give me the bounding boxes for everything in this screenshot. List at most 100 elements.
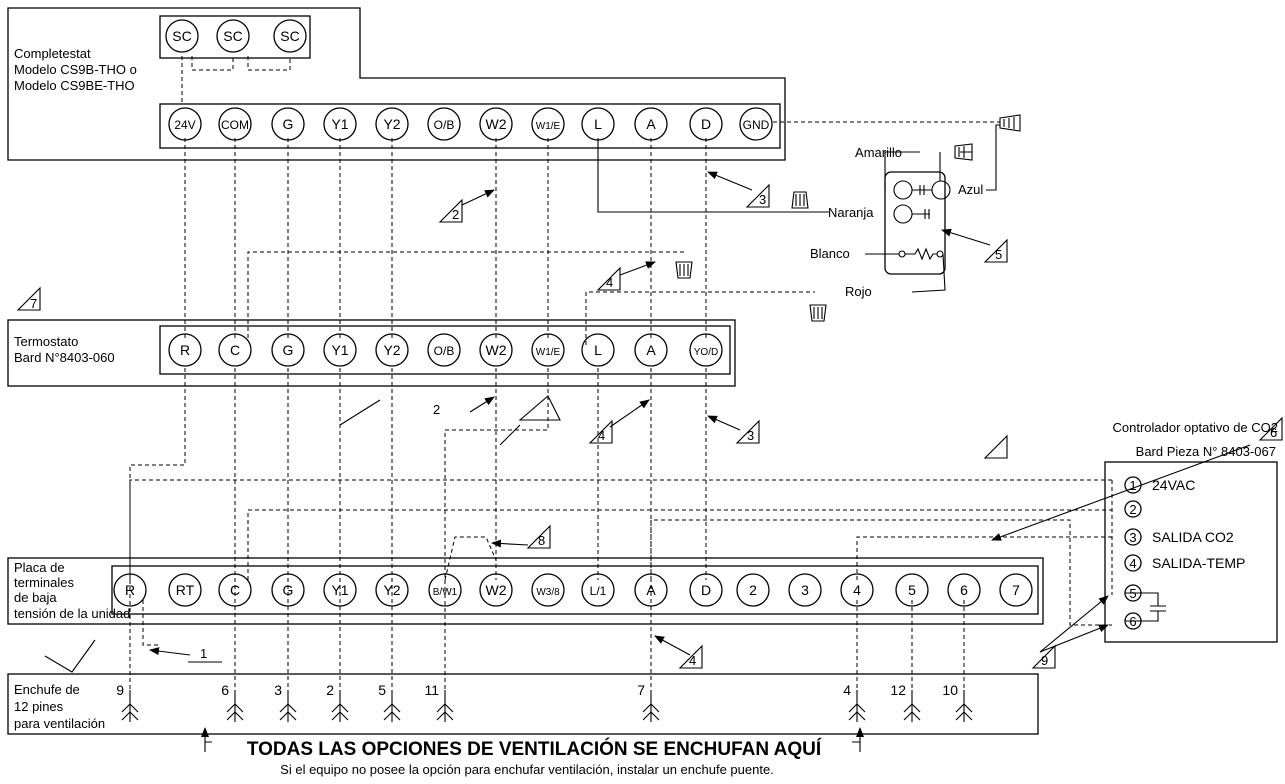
co2-terminal-2: 2	[1124, 500, 1142, 518]
plug-label-1: Enchufe de	[14, 682, 80, 697]
completestat-terminal-label: L	[594, 116, 602, 132]
unit-board-label-3: de baja	[14, 590, 57, 605]
unit-board-terminal-label: 4	[853, 582, 861, 598]
plug-box	[7, 673, 1039, 735]
unit-board-terminal-label: D	[701, 582, 711, 598]
completestat-terminal-g: G	[271, 107, 305, 141]
wire-label-amarillo: Amarillo	[855, 145, 902, 160]
completestat-terminal-w1e: W1/E	[531, 107, 565, 141]
completestat-terminal-l: L	[581, 107, 615, 141]
thermostat-label-2: Bard N°8403-060	[14, 350, 115, 365]
thermostat-terminal-r: R	[168, 333, 202, 367]
completestat-terminal-label: COM	[221, 118, 249, 132]
plug-pin-number: 11	[424, 682, 439, 698]
completestat-terminal-label: W2	[486, 116, 507, 132]
unit-board-label-4: tensión de la unidad	[14, 606, 130, 621]
note-3-mid: 3	[747, 428, 754, 443]
plug-pin-3: 3	[274, 682, 297, 722]
unit-board-terminal-w38: W3/8	[531, 573, 565, 607]
thermostat-terminal-label: Y1	[331, 342, 348, 358]
plug-pin-number: 12	[890, 682, 906, 698]
unit-board-terminal-label: G	[283, 582, 294, 598]
plug-pin-number: 3	[274, 682, 282, 698]
co2-terminal-label: SALIDA CO2	[1152, 529, 1234, 545]
footer-main-text: TODAS LAS OPCIONES DE VENTILACIÓN SE ENC…	[247, 738, 822, 760]
note-4-low: 4	[689, 653, 696, 668]
unit-board-terminal-label: 2	[749, 582, 757, 598]
plug-pin-6: 6	[221, 682, 244, 722]
note-8: 8	[538, 533, 545, 548]
sc-terminal-label: SC	[172, 28, 191, 44]
completestat-label-3: Modelo CS9BE-THO	[14, 78, 135, 93]
sc-terminal-row: SC SC SC	[165, 19, 307, 53]
completestat-terminal-24v: 24V	[168, 107, 202, 141]
plug-pin-4: 4	[843, 682, 866, 722]
sc-terminal-group	[159, 15, 311, 59]
co2-title-1: Controlador optativo de CO2	[1113, 420, 1278, 435]
co2-terminal-1: 1 24VAC	[1124, 476, 1195, 494]
plug-pin-11: 11	[424, 682, 454, 722]
co2-controller-box	[1104, 461, 1278, 643]
completestat-label-2: Modelo CS9B-THO o	[14, 62, 137, 77]
completestat-terminal-gnd: GND	[739, 107, 773, 141]
note-9: 9	[1041, 653, 1048, 668]
note-2-mid: 2	[433, 402, 440, 417]
wire-nut-icons	[675, 114, 1021, 322]
thermostat-terminal-l: L	[581, 333, 615, 367]
thermostat-terminal-label: L	[594, 342, 602, 358]
note-3-top: 3	[759, 192, 766, 207]
thermostat-label-1: Termostato	[14, 334, 78, 349]
thermostat-terminal-y1: Y1	[323, 333, 357, 367]
unit-board-terminal-label: A	[646, 582, 656, 598]
plug-pin-number: 6	[221, 682, 229, 698]
unit-board-terminal-2: 2	[736, 573, 770, 607]
unit-board-terminal-l1: L/1	[581, 573, 615, 607]
thermostat-terminal-label: W2	[486, 342, 507, 358]
unit-board-terminal-label: 5	[908, 582, 916, 598]
thermostat-terminal-y2: Y2	[375, 333, 409, 367]
unit-board-terminal-label: RT	[176, 582, 195, 598]
co2-terminal-label: 24VAC	[1152, 477, 1195, 493]
thermostat-terminal-label: Y2	[383, 342, 400, 358]
unit-board-terminal-label: L/1	[590, 584, 607, 598]
completestat-terminal-w2: W2	[479, 107, 513, 141]
thermostat-terminal-w2: W2	[479, 333, 513, 367]
note-2-top: 2	[452, 207, 459, 222]
plug-pin-number: 5	[378, 682, 386, 698]
plug-pin-2: 2	[326, 682, 349, 722]
unit-board-terminal-7: 7	[999, 573, 1033, 607]
sc-terminal-sc: SC	[216, 19, 250, 53]
plug-label-3: para ventilación	[14, 716, 105, 731]
sc-terminal-sc: SC	[273, 19, 307, 53]
thermostat-terminal-c: C	[218, 333, 252, 367]
unit-board-box	[7, 557, 1044, 625]
unit-board-terminal-5: 5	[895, 573, 929, 607]
co2-terminal-label: SALIDA-TEMP	[1152, 555, 1245, 571]
plug-pin-number: 4	[843, 682, 851, 698]
thermostat-terminal-strip	[159, 325, 731, 375]
completestat-terminal-ob: O/B	[427, 107, 461, 141]
co2-terminal-number: 1	[1129, 478, 1136, 493]
plug-pin-number: 10	[942, 682, 958, 698]
completestat-terminal-strip	[159, 103, 781, 149]
thermostat-terminal-label: YO/D	[694, 347, 718, 358]
thermostat-terminal-label: R	[180, 342, 190, 358]
completestat-terminal-label: GND	[743, 118, 770, 132]
thermostat-terminal-ob: O/B	[427, 333, 461, 367]
unit-board-terminal-label: W3/8	[536, 587, 560, 598]
thermostat-terminal-yod: YO/D	[689, 333, 723, 367]
note-6: 6	[1270, 425, 1277, 440]
thermostat-terminal-label: G	[283, 342, 294, 358]
completestat-label-1: Completestat	[14, 46, 91, 61]
completestat-terminal-label: G	[283, 116, 294, 132]
unit-board-terminal-label: Y1	[331, 582, 348, 598]
sc-terminal-label: SC	[280, 28, 299, 44]
note-4-mid: 4	[598, 428, 605, 443]
plug-pin-10: 10	[942, 682, 973, 722]
completestat-terminal-a: A	[634, 107, 668, 141]
